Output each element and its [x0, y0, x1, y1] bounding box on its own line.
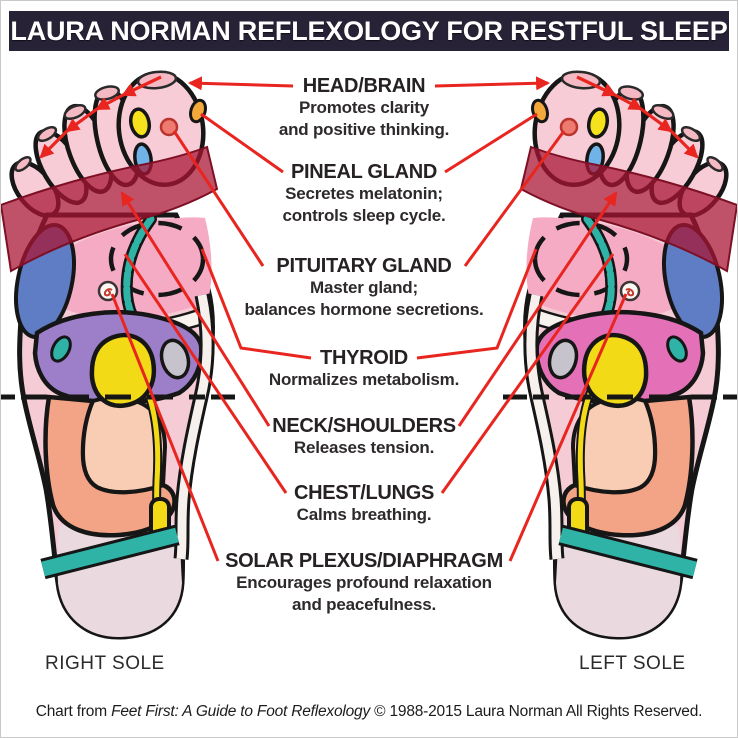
- connector-head-brain-left-sole: [434, 76, 551, 91]
- connector-head-brain-right-sole: [187, 76, 294, 91]
- label-desc-line: and peacefulness.: [292, 595, 436, 614]
- right-sole-caption: RIGHT SOLE: [45, 653, 165, 674]
- connector-solar-plexus-left-sole: [508, 293, 628, 562]
- label-heading: PITUITARY GLAND: [276, 255, 452, 277]
- copyright-prefix: Chart from: [35, 703, 112, 720]
- label-desc-line: balances hormone secretions.: [244, 300, 484, 319]
- connector-thyroid-left-sole: [416, 248, 538, 360]
- label-heading: NECK/SHOULDERS: [272, 415, 456, 437]
- connector-neck-shoulders-right-sole: [120, 191, 271, 427]
- label-heading: CHEST/LUNGS: [293, 482, 435, 504]
- label-heading: SOLAR PLEXUS/DIAPHRAGM: [225, 550, 503, 572]
- label-heading: PINEAL GLAND: [290, 161, 438, 183]
- label-desc-line: Secretes melatonin;: [285, 184, 443, 203]
- label-desc-line: Releases tension.: [293, 438, 435, 457]
- label-neck-shoulders: NECK/SHOULDERS Releases tension.: [184, 415, 544, 459]
- label-chest-lungs: CHEST/LUNGS Calms breathing.: [184, 482, 544, 526]
- label-desc-line: and positive thinking.: [278, 120, 450, 139]
- connector-pineal-left-sole: [444, 112, 538, 174]
- label-desc-line: Normalizes metabolism.: [268, 370, 460, 389]
- connector-chest-lungs-right-sole: [123, 253, 288, 494]
- connector-pineal-right-sole: [200, 112, 284, 174]
- connector-thyroid-right-sole: [200, 248, 312, 360]
- connector-solar-plexus-right-sole: [110, 293, 220, 562]
- connector-neck-shoulders-left-sole: [457, 191, 618, 427]
- label-desc-line: Calms breathing.: [296, 505, 432, 524]
- copyright-suffix: © 1988-2015 Laura Norman All Rights Rese…: [370, 703, 703, 720]
- label-pituitary-gland: PITUITARY GLAND Master gland; balances h…: [184, 255, 544, 321]
- copyright-line: Chart from Feet First: A Guide to Foot R…: [1, 703, 737, 721]
- label-desc-line: Encourages profound relaxation: [236, 573, 492, 592]
- connector-pituitary-left-sole: [463, 130, 566, 267]
- label-heading: THYROID: [320, 347, 408, 369]
- connector-chest-lungs-left-sole: [440, 253, 615, 494]
- left-sole-caption: LEFT SOLE: [579, 653, 686, 674]
- connector-lines: [110, 76, 628, 562]
- book-title: Feet First: A Guide to Foot Reflexology: [111, 703, 371, 720]
- label-heading: HEAD/BRAIN: [302, 75, 426, 97]
- label-solar-plexus: SOLAR PLEXUS/DIAPHRAGM Encourages profou…: [184, 550, 544, 616]
- label-thyroid: THYROID Normalizes metabolism.: [184, 347, 544, 391]
- label-pineal-gland: PINEAL GLAND Secretes melatonin; control…: [184, 161, 544, 227]
- chart-title: LAURA NORMAN REFLEXOLOGY FOR RESTFUL SLE…: [9, 11, 729, 51]
- label-desc-line: Master gland;: [310, 278, 418, 297]
- label-desc-line: controls sleep cycle.: [282, 206, 446, 225]
- label-desc-line: Promotes clarity: [298, 98, 430, 117]
- connector-pituitary-right-sole: [172, 130, 265, 267]
- label-head-brain: HEAD/BRAIN Promotes clarity and positive…: [184, 75, 544, 141]
